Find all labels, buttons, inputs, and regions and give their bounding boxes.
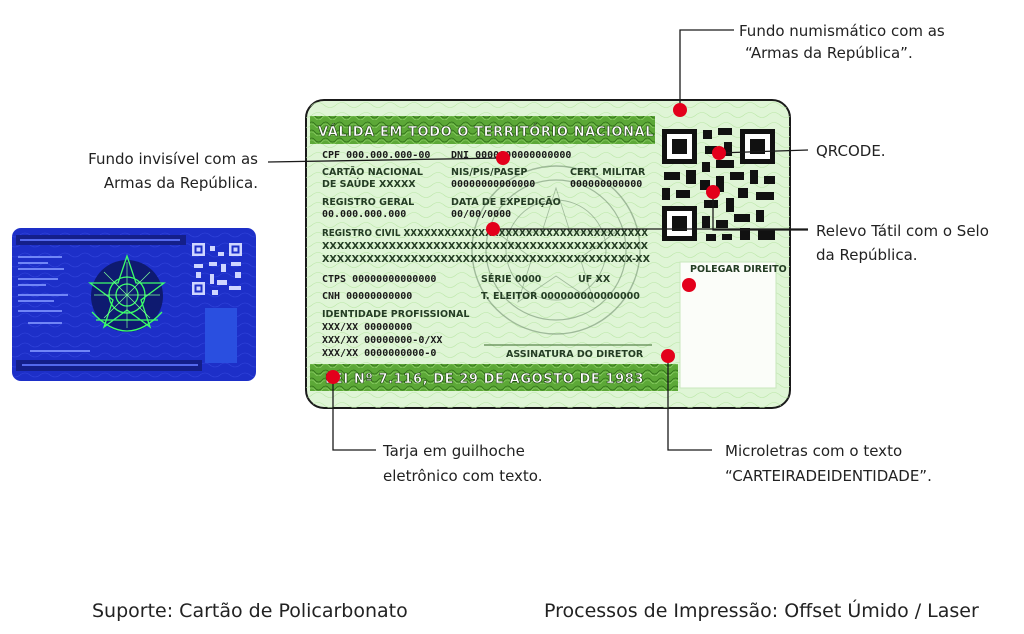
field-rg-label: REGISTRO GERAL <box>322 197 414 208</box>
field-prof-3: XXX/XX 0000000000-0 <box>322 348 436 359</box>
field-rg-value: 00.000.000.000 <box>322 209 406 220</box>
field-polegar: POLEGAR DIREITO <box>690 264 787 275</box>
field-de-saude: DE SAÚDE XXXXX <box>322 178 416 190</box>
marker-qrcode <box>712 146 726 160</box>
field-prof-1: XXX/XX 00000000 <box>322 322 412 333</box>
field-ctps: CTPS 00000000000000 <box>322 274 436 285</box>
uv-qrcode-icon <box>192 243 242 295</box>
label-fundo-numismatico-2: “Armas da República”. <box>745 44 913 62</box>
annotation-markers <box>326 103 726 384</box>
field-registro-line2: XXXXXXXXXXXXXXXXXXXXXXXXXXXXXXXXXXXXXXXX… <box>322 241 649 252</box>
field-t-eleitor: T. ELEITOR 000000000000000 <box>481 291 640 302</box>
annotation-leaders <box>267 29 809 451</box>
field-registro-civil: REGISTRO CIVIL XXXXXXXXXXXXXXXXXXXXXXXXX… <box>322 228 649 239</box>
field-data-value: 00/00/0000 <box>451 209 511 220</box>
field-registro-line3: XXXXXXXXXXXXXXXXXXXXXXXXXXXXXXXXXXXXXXXX… <box>322 254 651 265</box>
marker-numismatic <box>673 103 687 117</box>
label-fundo-numismatico-1: Fundo numismático com as <box>739 22 945 40</box>
field-cert-value: 000000000000 <box>570 179 642 190</box>
field-data-label: DATA DE EXPEDIÇÃO <box>451 197 561 208</box>
footer-print-process: Processos de Impressão: Offset Úmido / L… <box>544 598 979 622</box>
field-serie: SÉRIE 0000 <box>481 273 542 285</box>
marker-polegar <box>682 278 696 292</box>
marker-qrcode-2 <box>706 185 720 199</box>
field-cnh: CNH 00000000000 <box>322 291 412 302</box>
band-top-text: VÁLIDA EM TODO O TERRITÓRIO NACIONAL <box>318 124 654 140</box>
label-microletras-1: Microletras com o texto <box>725 442 902 460</box>
field-dni: DNI 0000000000000000 <box>451 150 571 161</box>
field-cartao-nacional: CARTÃO NACIONAL <box>322 167 423 178</box>
label-fundo-invisivel-2: Armas da República. <box>104 174 258 192</box>
field-cpf: CPF 000.000.000-00 <box>322 150 430 161</box>
uv-coat-of-arms-icon <box>88 253 166 332</box>
field-cert-label: CERT. MILITAR <box>570 167 646 178</box>
label-tarja-2: eletrônico com texto. <box>383 467 542 485</box>
label-relevo-1: Relevo Tátil com o Selo <box>816 222 989 240</box>
field-nis-label: NIS/PIS/PASEP <box>451 167 527 178</box>
label-microletras-2: “CARTEIRADEIDENTIDADE”. <box>725 467 932 485</box>
marker-microletters <box>661 349 675 363</box>
qrcode-icon <box>662 128 775 241</box>
label-relevo-2: da República. <box>816 246 918 264</box>
band-bottom-text: LEI Nº 7.116, DE 29 DE AGOSTO DE 1983 <box>325 372 644 387</box>
marker-invisible-bg <box>496 151 510 165</box>
id-card: VÁLIDA EM TODO O TERRITÓRIO NACIONAL LEI… <box>305 99 791 409</box>
field-id-prof-label: IDENTIDADE PROFISSIONAL <box>322 309 469 320</box>
uv-text-lines <box>18 239 198 366</box>
marker-tactile-seal <box>486 222 500 236</box>
numismatic-seal-icon <box>471 165 641 335</box>
label-tarja-1: Tarja em guilhoche <box>382 442 525 460</box>
label-qrcode: QRCODE. <box>816 142 886 160</box>
field-uf: UF XX <box>578 274 611 285</box>
field-nis-value: 00000000000000 <box>451 179 535 190</box>
label-fundo-invisivel-1: Fundo invisível com as <box>88 150 258 168</box>
footer-support: Suporte: Cartão de Policarbonato <box>92 600 408 622</box>
field-prof-2: XXX/XX 00000000-0/XX <box>322 335 442 346</box>
field-assinatura: ASSINATURA DO DIRETOR <box>506 349 644 360</box>
marker-guilloche-band <box>326 370 340 384</box>
uv-card <box>12 228 256 381</box>
